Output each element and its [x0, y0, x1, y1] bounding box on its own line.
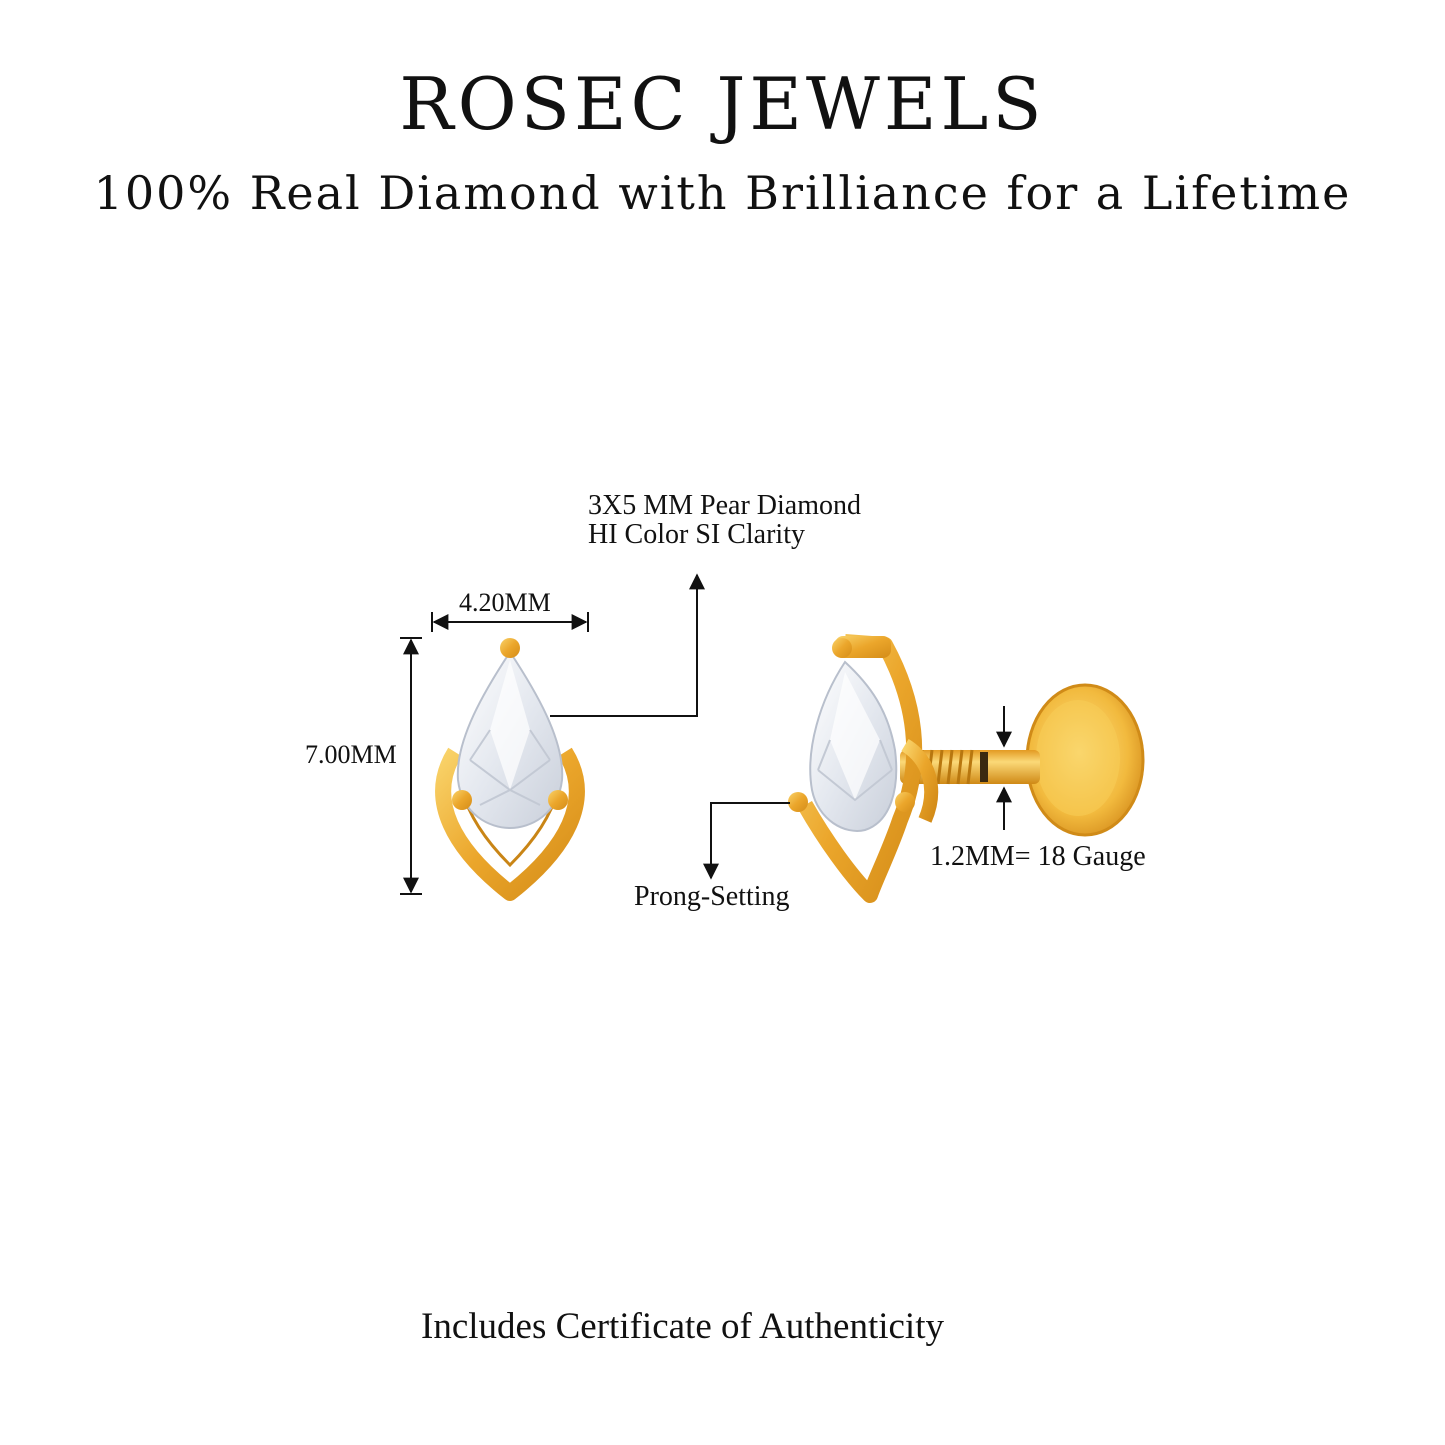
- prong-top-side: [832, 638, 852, 658]
- prong-left-side: [788, 792, 808, 812]
- prong-setting-leader: [703, 802, 790, 880]
- prong-top-front: [500, 638, 520, 658]
- gauge-label: 1.2MM= 18 Gauge: [930, 841, 1146, 872]
- stone-spec-line-2: HI Color SI Clarity: [588, 519, 805, 550]
- tagline: 100% Real Diamond with Brilliance for a …: [93, 166, 1352, 220]
- width-label: 4.20MM: [459, 588, 551, 617]
- earring-side-view: [788, 634, 1145, 903]
- prong-right-front: [548, 790, 568, 810]
- stone-callout-leader: [550, 573, 705, 717]
- brand-title: ROSEC JEWELS: [399, 62, 1046, 146]
- certificate-note: Includes Certificate of Authenticity: [421, 1306, 944, 1347]
- prong-left-front: [452, 790, 472, 810]
- stone-spec-line-1: 3X5 MM Pear Diamond: [588, 490, 861, 521]
- height-dimension: [400, 637, 422, 895]
- prong-setting-label: Prong-Setting: [634, 881, 790, 912]
- prong-right-side: [895, 792, 915, 812]
- earring-front-view: [435, 638, 585, 901]
- height-label: 7.00MM: [305, 740, 397, 769]
- width-dimension: [431, 612, 589, 632]
